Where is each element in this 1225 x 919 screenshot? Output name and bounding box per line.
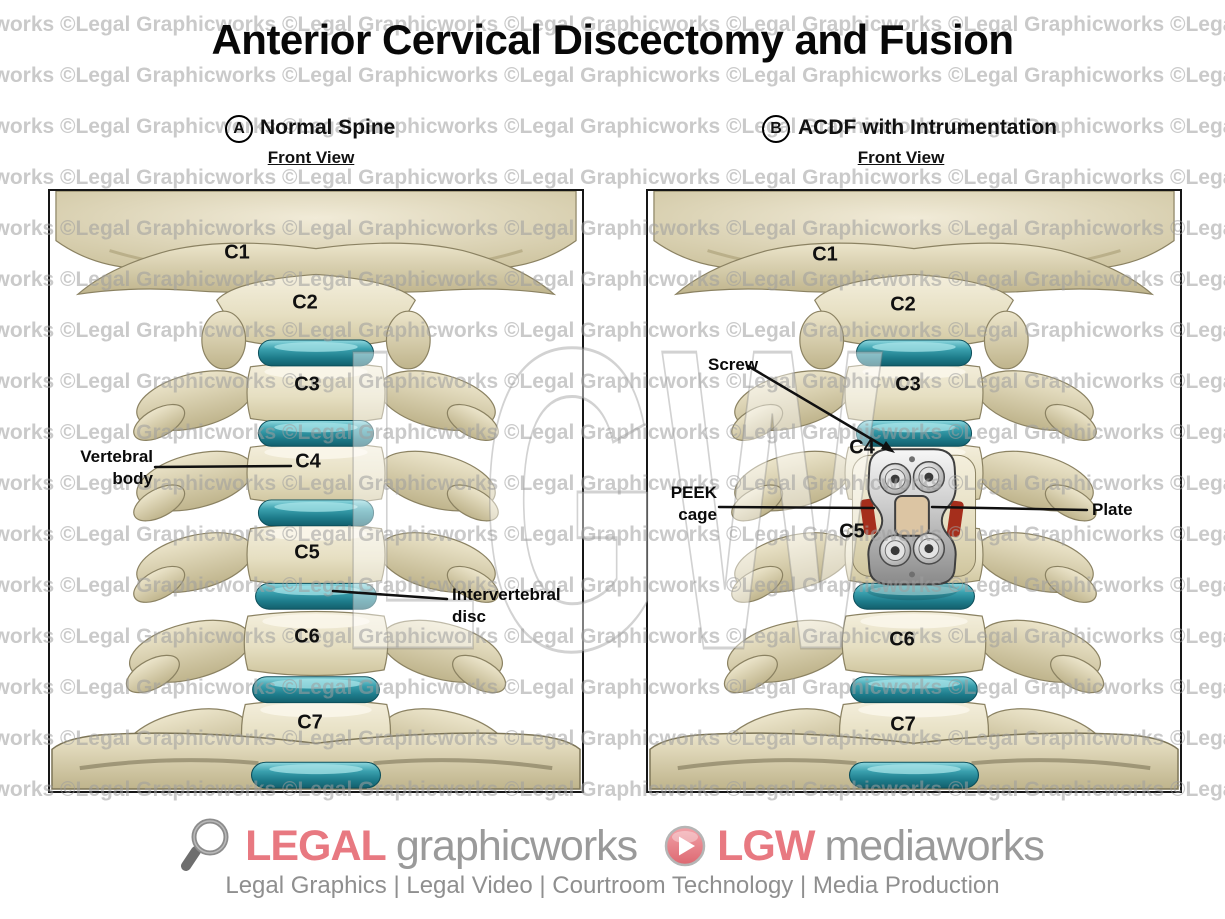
vertebra-label-c7: C7 xyxy=(890,713,916,736)
acdf-spine-illustration xyxy=(648,191,1180,791)
brand-lgw: LGW xyxy=(717,821,815,870)
panel-acdf-instrumentation xyxy=(646,189,1182,793)
vertebra-label-c2: C2 xyxy=(890,293,916,316)
vertebra-label-c3: C3 xyxy=(895,373,921,396)
footer-brand-row: LEGAL graphicworks LGW mediaworks xyxy=(0,818,1225,874)
footer-tagline: Legal Graphics | Legal Video | Courtroom… xyxy=(225,872,1000,899)
brand-mediaworks: mediaworks xyxy=(824,821,1044,870)
play-icon xyxy=(664,825,706,867)
normal-spine-illustration xyxy=(50,191,582,791)
vertebra-label-c4: C4 xyxy=(295,450,321,473)
panel-a-badge: A xyxy=(225,115,253,143)
acdf-hardware xyxy=(860,448,964,601)
vertebra-label-c5: C5 xyxy=(839,520,865,543)
label-peek-cage: PEEK cage xyxy=(670,483,717,524)
vertebra-label-c3: C3 xyxy=(294,373,320,396)
vertebra-label-c5: C5 xyxy=(294,541,320,564)
plate-hole-top xyxy=(909,456,915,463)
panel-a-subheading: Front View xyxy=(267,148,355,167)
vertebra-label-c4: C4 xyxy=(849,436,875,459)
peek-cage-window xyxy=(894,494,930,537)
brand-graphicworks: graphicworks xyxy=(395,821,638,870)
panel-b-badge: B xyxy=(762,115,790,143)
label-vertebral-body: Vertebral body xyxy=(80,447,153,488)
vertebra-label-c6: C6 xyxy=(889,628,915,651)
page-title: Anterior Cervical Discectomy and Fusion xyxy=(211,16,1014,63)
label-screw: Screw xyxy=(708,355,759,374)
vertebra-label-c7: C7 xyxy=(297,711,323,734)
label-plate: Plate xyxy=(1092,500,1133,519)
plate-hole-bottom xyxy=(909,571,915,578)
panel-b-heading: ACDF with Intrumentation xyxy=(798,116,1057,139)
brand-legal: LEGAL xyxy=(245,821,387,870)
panel-b-subheading: Front View xyxy=(857,148,945,167)
panel-a-heading: Normal Spine xyxy=(260,116,396,139)
magnifier-icon xyxy=(181,818,229,871)
vertebra-label-c1: C1 xyxy=(224,241,250,264)
vertebra-label-c6: C6 xyxy=(294,625,320,648)
vertebra-label-c1: C1 xyxy=(812,243,838,266)
vertebra-label-c2: C2 xyxy=(292,291,318,314)
label-intervertebral-disc: Intervertebral disc xyxy=(452,585,561,626)
panel-normal-spine xyxy=(48,189,584,793)
